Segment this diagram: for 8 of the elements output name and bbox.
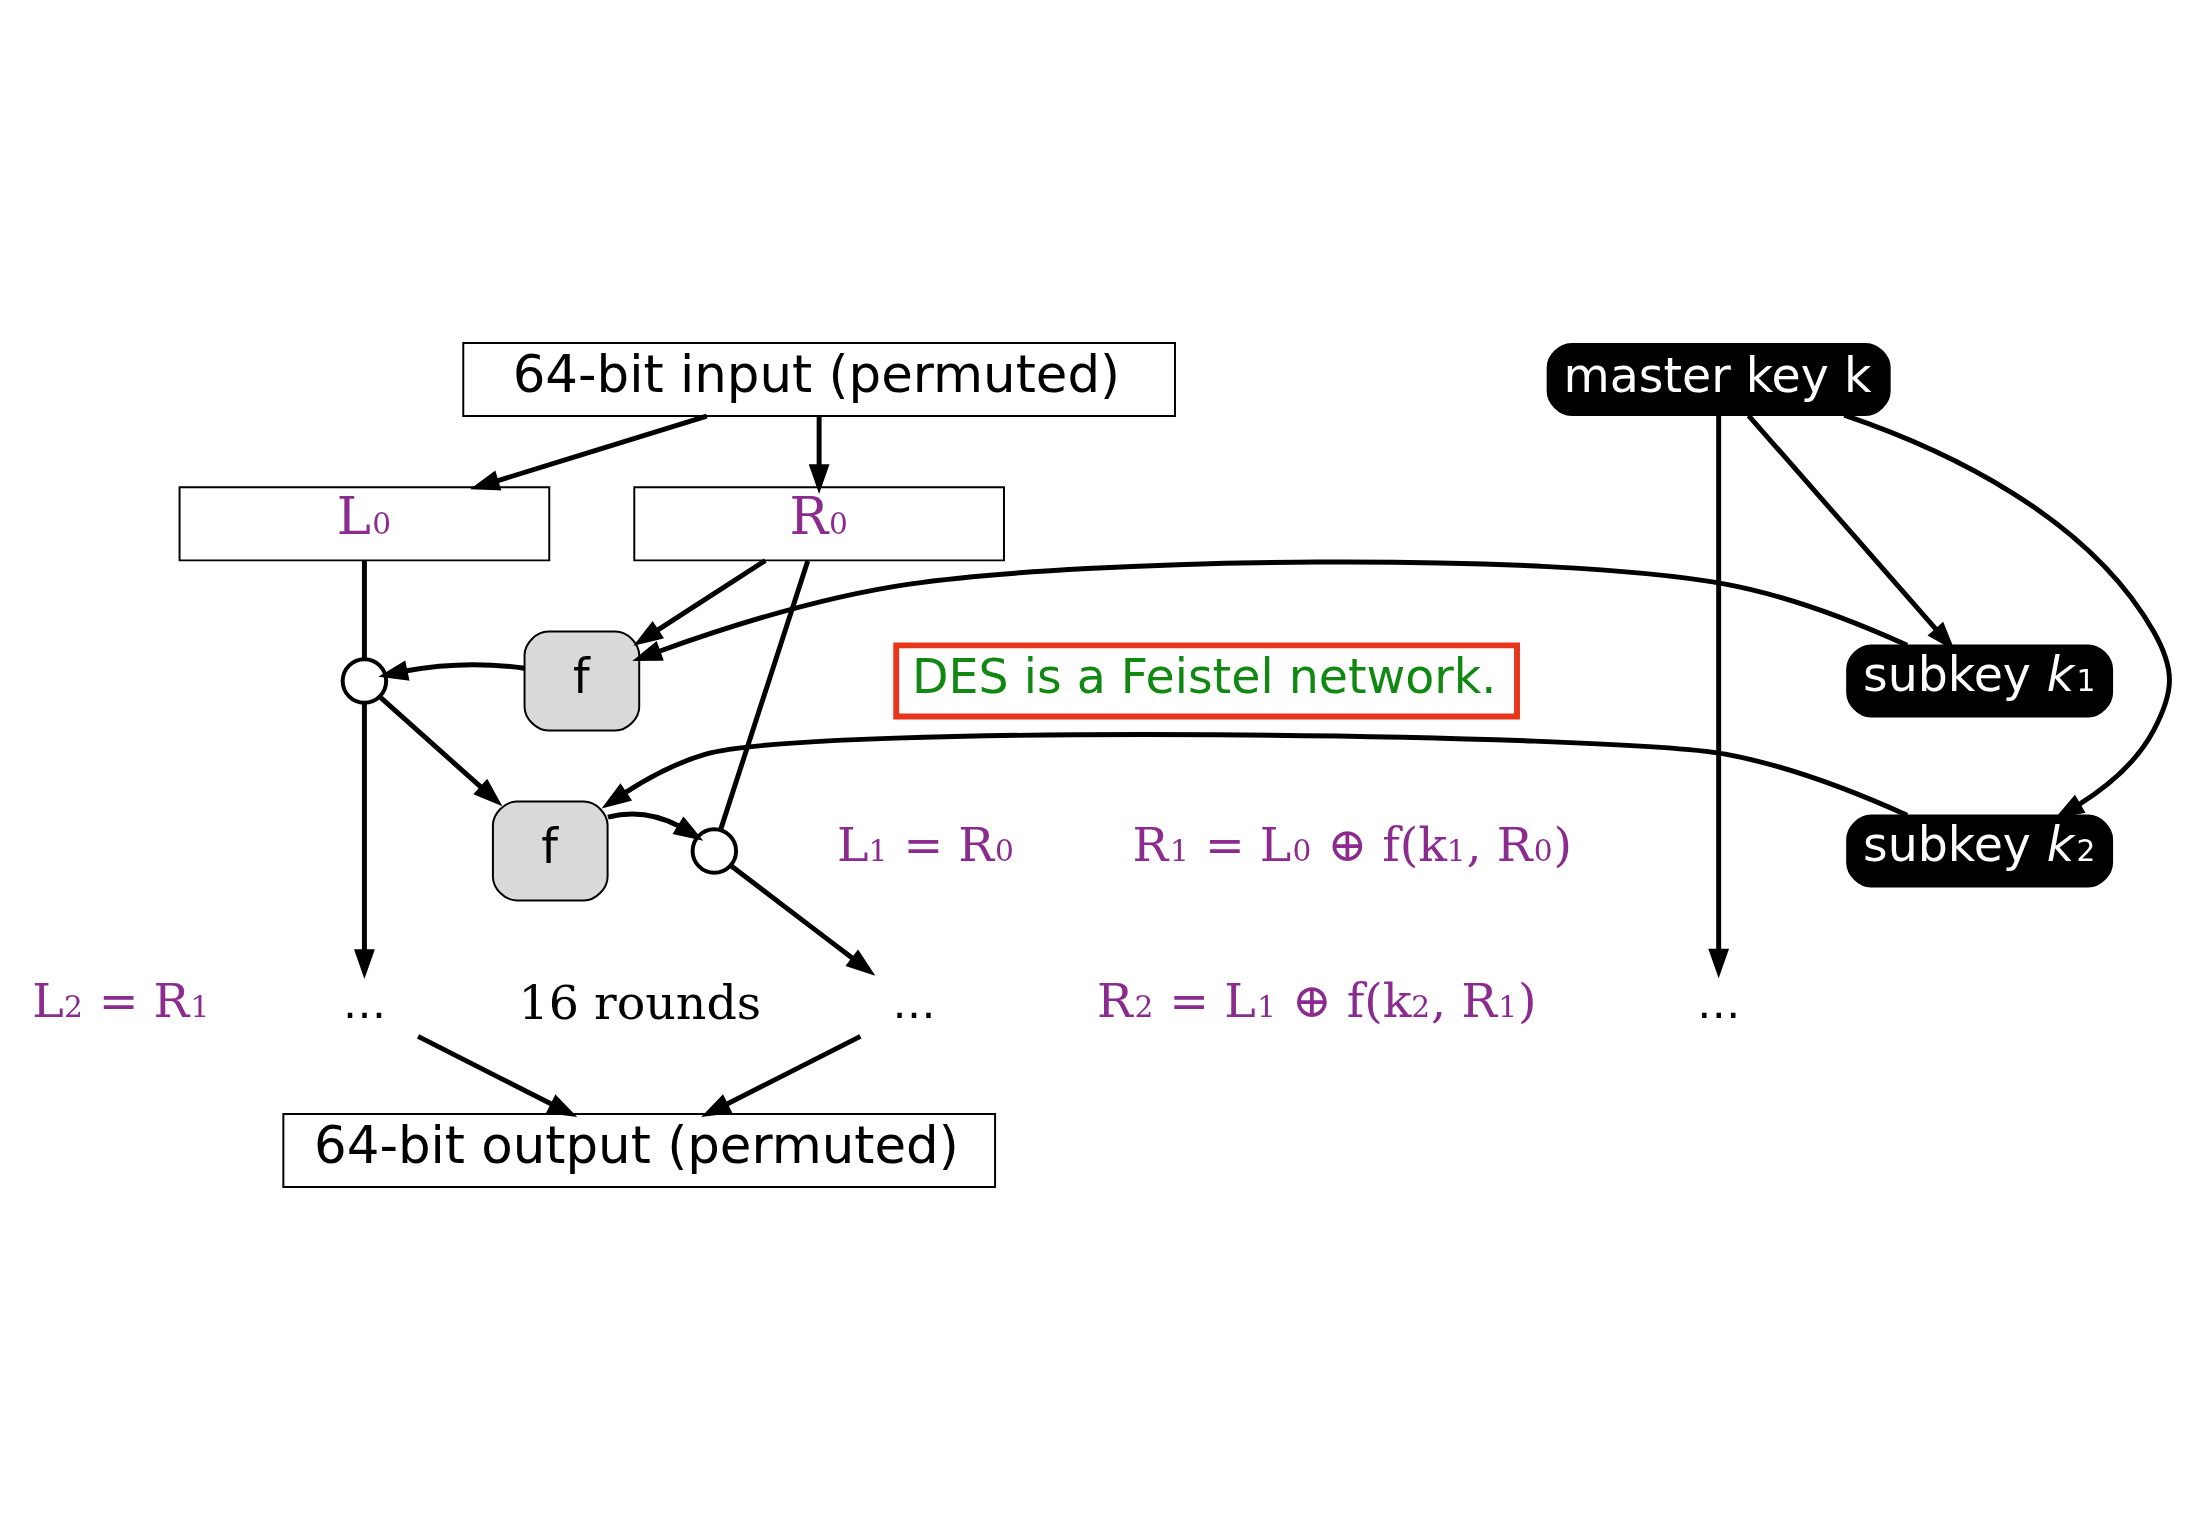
- label: L2 = R1: [32, 972, 210, 1028]
- label: L1 = R0: [836, 816, 1014, 872]
- label: 16 rounds: [518, 974, 762, 1030]
- label: R2 = L1 ⊕ f(k2, R1): [1096, 972, 1537, 1028]
- node-text: …: [892, 977, 936, 1028]
- node-text: …: [1696, 977, 1741, 1028]
- node-text: …: [342, 977, 387, 1028]
- label: R1 = L0 ⊕ f(k1, R0): [1132, 816, 1573, 872]
